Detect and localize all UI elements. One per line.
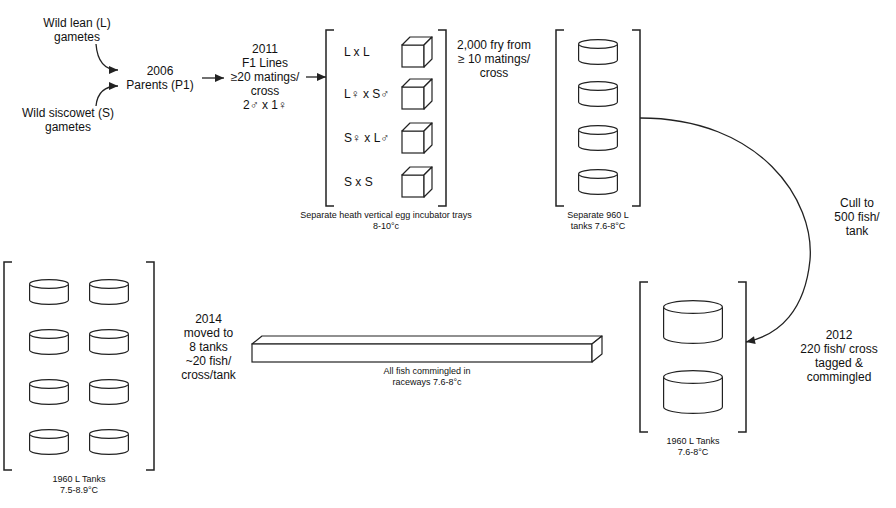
bracket — [438, 30, 446, 206]
source-text: Wild siscowet (S) gametes — [12, 106, 124, 134]
node-text: 2006 — [118, 64, 202, 78]
bracket — [640, 282, 648, 432]
cross-label: L x L — [344, 45, 370, 59]
tank-symbol — [90, 430, 129, 455]
arrow-head — [317, 73, 326, 81]
tank-symbol — [30, 280, 69, 305]
flow-arrow — [640, 118, 810, 344]
tank-symbol — [30, 430, 69, 455]
raceway-end — [592, 336, 602, 362]
tank-symbol — [579, 126, 618, 151]
node-text: Wild siscowet (S) gametes — [12, 106, 124, 134]
node-text: Parents (P1) — [118, 78, 202, 92]
step-note: 2,000 fry from ≥ 10 matings/ cross — [455, 38, 533, 80]
caption-text: Separate heath vertical egg incubator tr… — [296, 210, 476, 232]
flow-line — [96, 86, 118, 106]
raceway-top — [252, 336, 602, 344]
incubator-tray-symbol — [402, 123, 432, 153]
arrow-head — [746, 336, 756, 344]
tank-group: 1960 L Tanks 7.5-8.9°C — [4, 262, 154, 470]
step-note: 220 fish/ cross tagged & commingled — [795, 342, 883, 384]
stage-text: 2006Parents (P1) — [118, 64, 202, 92]
tank-symbol — [579, 40, 618, 65]
cross-label: S x S — [344, 175, 373, 189]
incubator-tray-symbol — [402, 167, 432, 197]
flow-arrow — [96, 82, 118, 106]
year-label: 2012 — [795, 328, 883, 342]
tank-symbol — [30, 380, 69, 405]
flow-arrow — [96, 44, 118, 74]
year-label: 2014 — [180, 312, 237, 326]
flow-arrow — [306, 73, 326, 81]
cross-label: L♀ x S♂ — [344, 87, 389, 101]
node-text: ≥20 matings/ cross — [224, 70, 306, 98]
bracket — [738, 282, 746, 432]
tank-symbol — [90, 380, 129, 405]
caption-text: 1960 L Tanks 7.6-8°C — [663, 436, 723, 458]
tank-symbol — [30, 330, 69, 355]
bracket — [632, 30, 640, 206]
bracket — [4, 262, 12, 470]
incubator-tray-symbol — [402, 79, 432, 109]
arrow-head — [109, 82, 118, 90]
step-note: moved to 8 tanks ~20 fish/ cross/tank — [180, 326, 237, 382]
caption-text: Separate 960 L tanks 7.6-8°C — [565, 210, 631, 232]
tank-group: Separate 960 L tanks 7.6-8°C — [556, 30, 640, 206]
large-tank-symbol — [664, 371, 723, 414]
tank-group: 1960 L Tanks 7.6-8°C — [640, 282, 746, 432]
bracket — [556, 30, 564, 206]
incubator-tray-symbol — [402, 37, 432, 67]
step-note: Cull to 500 fish/ tank — [832, 196, 882, 238]
arrow-head — [109, 66, 118, 74]
flow-line — [96, 44, 118, 70]
source-text: Wild lean (L) gametes — [36, 16, 118, 44]
raceway: All fish commingled in raceways 7.6-8°c — [252, 336, 602, 362]
tank-symbol — [90, 280, 129, 305]
stage-text: 2011F1 Lines≥20 matings/ cross2♂ x 1♀ — [224, 42, 306, 112]
tank-symbol — [90, 330, 129, 355]
flow-arrow — [202, 74, 224, 82]
node-text: 2011 — [224, 42, 306, 56]
cross-label: S♀ x L♂ — [344, 131, 389, 145]
raceway-front — [252, 344, 592, 362]
flow-line — [640, 118, 810, 342]
caption-text: All fish commingled in raceways 7.6-8°c — [381, 366, 473, 388]
tank-symbol — [579, 82, 618, 107]
large-tank-symbol — [664, 301, 723, 344]
tank-symbol — [579, 170, 618, 195]
node-text: 2♂ x 1♀ — [224, 98, 306, 112]
arrow-head — [215, 74, 224, 82]
caption-text: 1960 L Tanks 7.5-8.9°C — [49, 474, 109, 496]
bracket — [326, 30, 334, 206]
incubator-group: L x LL♀ x S♂S♀ x L♂S x SSeparate heath v… — [326, 30, 446, 206]
bracket — [146, 262, 154, 470]
node-text: Wild lean (L) gametes — [36, 16, 118, 44]
node-text: F1 Lines — [224, 56, 306, 70]
